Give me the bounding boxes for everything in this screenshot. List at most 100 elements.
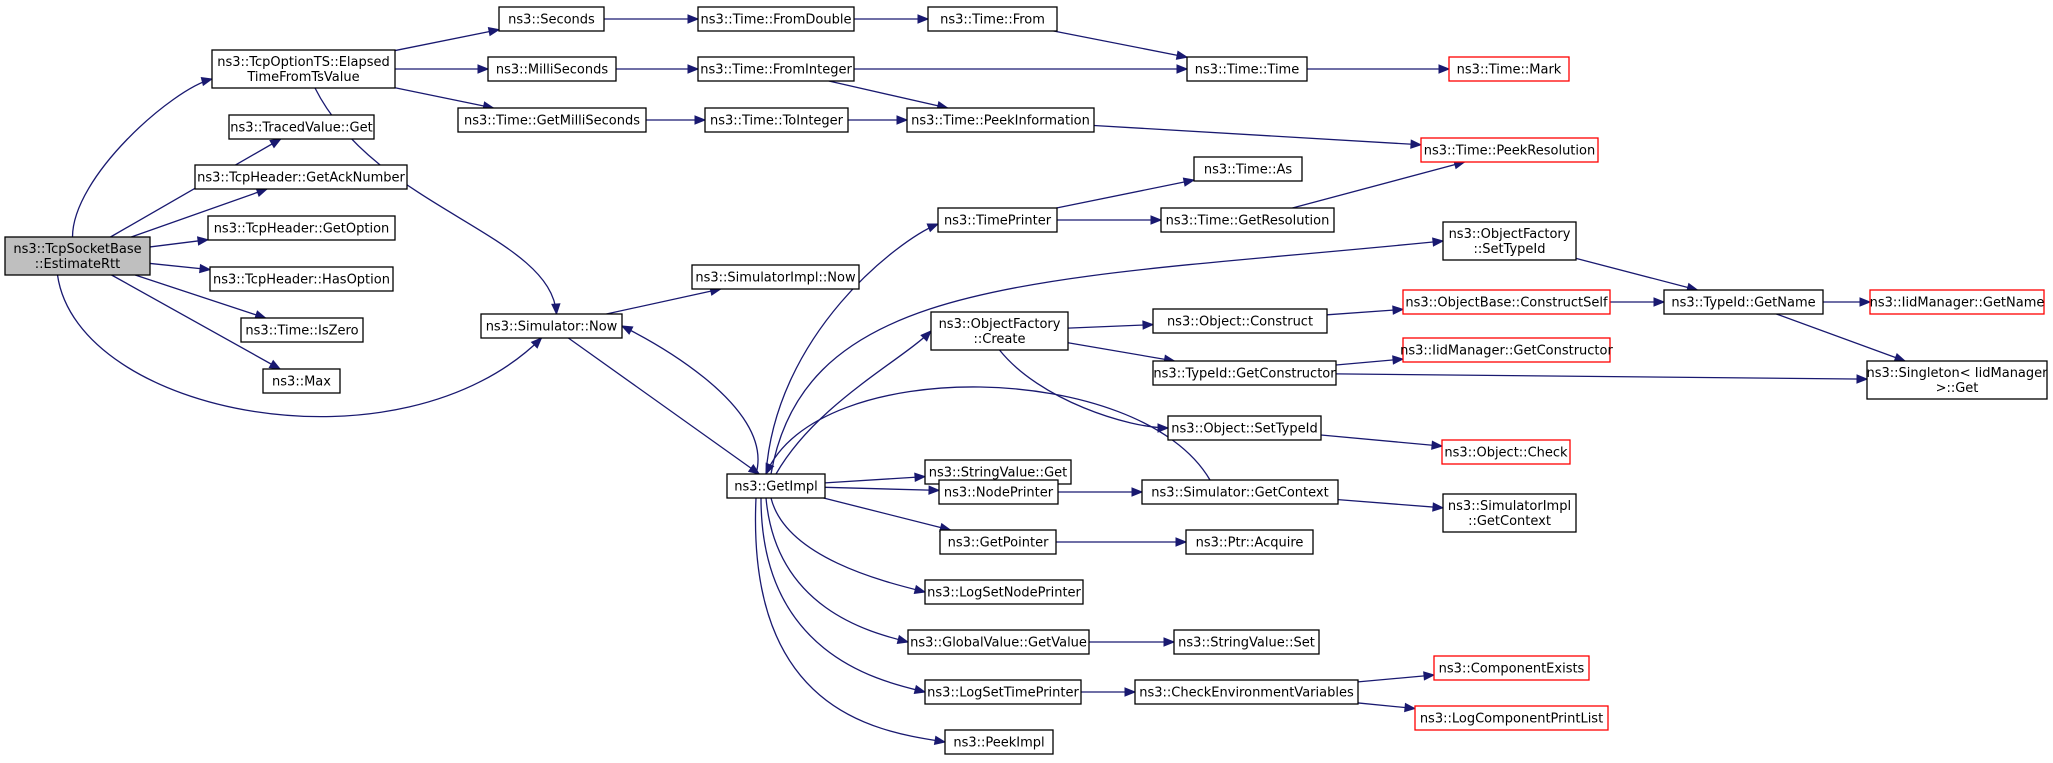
node-label: ns3::TcpHeader::GetAckNumber — [197, 171, 405, 186]
node-from-double[interactable]: ns3::Time::FromDouble — [697, 6, 855, 32]
node-gv-getvalue[interactable]: ns3::GlobalValue::GetValue — [907, 629, 1090, 655]
node-max[interactable]: ns3::Max — [262, 368, 341, 394]
node-get-ack[interactable]: ns3::TcpHeader::GetAckNumber — [194, 164, 408, 190]
node-time-printer[interactable]: ns3::TimePrinter — [937, 207, 1058, 233]
node-label: ::EstimateRtt — [35, 257, 120, 272]
node-from-integer[interactable]: ns3::Time::FromInteger — [697, 56, 855, 82]
node-label: ns3::GetImpl — [734, 480, 818, 495]
node-label: ns3::IidManager::GetConstructor — [1400, 344, 1613, 359]
node-iid-getctor[interactable]: ns3::IidManager::GetConstructor — [1400, 337, 1613, 363]
edge-peek_info-to-peek_res — [1093, 124, 1423, 149]
node-peek-res[interactable]: ns3::Time::PeekResolution — [1420, 137, 1599, 163]
node-get-option[interactable]: ns3::TcpHeader::GetOption — [207, 215, 396, 241]
node-time-time[interactable]: ns3::Time::Time — [1186, 56, 1308, 82]
node-peek-info[interactable]: ns3::Time::PeekInformation — [906, 107, 1095, 133]
edge-get_pointer-to-ptr_acquire — [1056, 537, 1188, 547]
node-milliseconds[interactable]: ns3::MilliSeconds — [487, 56, 617, 82]
edge-get_impl-to-peek_impl — [754, 497, 947, 745]
edge-from_integer-to-peek_info — [828, 80, 949, 111]
edge-get_ms-to-to_integer — [646, 115, 707, 125]
edge-check_env-to-log_comp_print — [1357, 702, 1417, 713]
edge-get_impl-to-node_printer — [824, 485, 941, 495]
node-label: ns3::SimulatorImpl — [1448, 499, 1571, 514]
node-obj-check[interactable]: ns3::Object::Check — [1441, 439, 1571, 465]
edge-gv_getvalue-to-strval_set — [1089, 637, 1176, 647]
node-traced-get[interactable]: ns3::TracedValue::Get — [228, 114, 375, 140]
node-typeid-getctor[interactable]: ns3::TypeId::GetConstructor — [1152, 360, 1337, 386]
node-peek-impl[interactable]: ns3::PeekImpl — [944, 729, 1054, 755]
node-label: ns3::ObjectFactory — [939, 317, 1061, 332]
node-get-pointer[interactable]: ns3::GetPointer — [939, 529, 1057, 555]
node-label: ns3::TcpHeader::GetOption — [214, 222, 390, 237]
node-comp-exists[interactable]: ns3::ComponentExists — [1433, 655, 1590, 681]
node-check-env[interactable]: ns3::CheckEnvironmentVariables — [1134, 679, 1359, 705]
node-label: ns3::ObjectFactory — [1449, 227, 1571, 242]
node-label: ns3::NodePrinter — [944, 486, 1054, 501]
node-label: ns3::StringValue::Set — [1178, 636, 1315, 651]
node-label: ns3::Time::GetMilliSeconds — [464, 114, 640, 129]
edge-elapsed_time-to-get_ms — [394, 87, 495, 111]
node-get-resolution[interactable]: ns3::Time::GetResolution — [1160, 207, 1335, 233]
node-simimpl-now[interactable]: ns3::SimulatorImpl::Now — [691, 264, 860, 290]
node-label: ::SetTypeId — [1473, 242, 1545, 257]
call-nodes: ns3::TcpSocketBase::EstimateRtt ns3::TcpO… — [4, 6, 2048, 755]
edge-milliseconds-to-from_integer — [616, 64, 700, 74]
edge-of_create-to-typeid_getctor — [1067, 342, 1176, 364]
edge-of_create-to-obj_settypeid — [998, 349, 1170, 433]
node-label: ns3::CheckEnvironmentVariables — [1139, 686, 1354, 701]
node-label: ns3::TracedValue::Get — [230, 121, 372, 136]
node-log-set-node-printer[interactable]: ns3::LogSetNodePrinter — [924, 579, 1084, 605]
node-label: ns3::LogSetNodePrinter — [927, 586, 1081, 601]
edge-get_impl-to-of_settypeid — [770, 237, 1445, 475]
node-label: ns3::Object::Construct — [1167, 315, 1313, 330]
node-log-comp-print[interactable]: ns3::LogComponentPrintList — [1414, 705, 1609, 731]
node-time-as[interactable]: ns3::Time::As — [1193, 156, 1303, 182]
node-typeid-getname[interactable]: ns3::TypeId::GetName — [1663, 289, 1824, 315]
node-label: ns3::TcpSocketBase — [13, 242, 141, 257]
node-label: ns3::Time::ToInteger — [710, 114, 844, 129]
node-label: ns3::TcpHeader::HasOption — [213, 273, 390, 288]
node-time-from[interactable]: ns3::Time::From — [927, 6, 1058, 32]
node-label: ns3::Time::FromInteger — [700, 63, 852, 78]
node-time-mark[interactable]: ns3::Time::Mark — [1448, 56, 1570, 82]
edge-sim_getcontext-to-get_impl — [765, 386, 1211, 481]
edge-of_settypeid-to-typeid_getname — [1575, 257, 1699, 292]
node-ptr-acquire[interactable]: ns3::Ptr::Acquire — [1185, 529, 1314, 555]
node-label: ns3::Object::SetTypeId — [1171, 422, 1317, 437]
node-objbase-construct[interactable]: ns3::ObjectBase::ConstructSelf — [1402, 289, 1611, 315]
node-label: ns3::ObjectBase::ConstructSelf — [1405, 296, 1608, 311]
node-is-zero[interactable]: ns3::Time::IsZero — [240, 317, 364, 343]
node-label: ns3::Seconds — [508, 13, 595, 28]
node-label: ns3::LogSetTimePrinter — [927, 686, 1079, 701]
node-of-create[interactable]: ns3::ObjectFactory::Create — [930, 311, 1069, 351]
node-label: ns3::Time::GetResolution — [1166, 214, 1330, 229]
node-strval-set[interactable]: ns3::StringValue::Set — [1173, 629, 1320, 655]
node-obj-construct[interactable]: ns3::Object::Construct — [1152, 308, 1328, 334]
node-label: ns3::TcpOptionTS::Elapsed — [217, 55, 390, 70]
node-seconds[interactable]: ns3::Seconds — [498, 6, 605, 32]
node-node-printer[interactable]: ns3::NodePrinter — [938, 479, 1059, 505]
node-label: ns3::Time::Time — [1195, 63, 1299, 78]
node-label: ns3::SimulatorImpl::Now — [695, 271, 856, 286]
node-log-set-time-printer[interactable]: ns3::LogSetTimePrinter — [924, 679, 1082, 705]
node-sim-getcontext[interactable]: ns3::Simulator::GetContext — [1141, 479, 1339, 505]
node-to-integer[interactable]: ns3::Time::ToInteger — [704, 107, 849, 133]
node-obj-settypeid[interactable]: ns3::Object::SetTypeId — [1167, 415, 1322, 441]
node-has-option[interactable]: ns3::TcpHeader::HasOption — [209, 266, 394, 292]
edge-estimate_rtt-to-max — [111, 274, 282, 370]
node-simimpl-getcontext[interactable]: ns3::SimulatorImpl::GetContext — [1442, 493, 1577, 533]
node-of-settypeid[interactable]: ns3::ObjectFactory::SetTypeId — [1442, 221, 1577, 261]
node-label: ns3::Simulator::Now — [486, 320, 618, 335]
node-iid-getname[interactable]: ns3::IidManager::GetName — [1869, 289, 2045, 315]
node-label: ns3::PeekImpl — [953, 736, 1044, 751]
edge-from_double-to-time_from — [854, 14, 930, 24]
node-sim-now[interactable]: ns3::Simulator::Now — [480, 313, 623, 339]
node-get-impl[interactable]: ns3::GetImpl — [726, 473, 826, 499]
edge-sim_getcontext-to-simimpl_getcontext — [1337, 498, 1445, 512]
node-label: ns3::Time::IsZero — [245, 324, 358, 339]
node-singleton-get[interactable]: ns3::Singleton< IidManager >::Get — [1866, 360, 2048, 400]
edge-node_printer-to-sim_getcontext — [1058, 487, 1144, 497]
node-label: ns3::TypeId::GetName — [1671, 296, 1815, 311]
node-get-ms[interactable]: ns3::Time::GetMilliSeconds — [457, 107, 647, 133]
